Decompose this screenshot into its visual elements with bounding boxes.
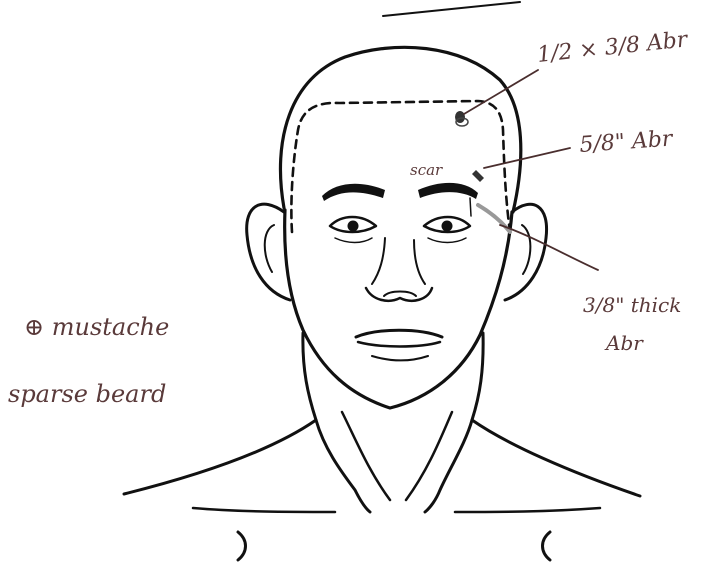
abrasion-mark-2	[472, 170, 484, 182]
right-collar-mark	[543, 532, 551, 560]
annotation-facial-hair-line1: ⊕ mustache	[24, 313, 169, 341]
left-collar-mark	[238, 532, 246, 560]
annotation-abrasion-3-line2: Abr	[604, 331, 644, 355]
hairline-dashed	[291, 101, 510, 232]
right-eye	[424, 217, 470, 243]
scar-mark	[470, 198, 471, 216]
abrasion-mark-3	[478, 205, 510, 232]
mouth	[356, 330, 442, 360]
annotation-abrasion-3-line1: 3/8" thick	[583, 293, 681, 317]
pointer-line-2	[484, 148, 570, 168]
right-eyebrow	[418, 183, 478, 199]
pointer-line-1	[464, 70, 538, 114]
pointer-line-3	[500, 225, 598, 270]
annotation-scar: scar	[410, 161, 443, 179]
left-eye	[330, 217, 376, 243]
annotation-abrasion-1: 1/2 × 3/8 Abr	[536, 27, 690, 68]
shoulders	[124, 420, 640, 512]
annotation-abrasion-2: 5/8" Abr	[579, 126, 675, 158]
left-eyebrow	[322, 184, 385, 201]
nose	[366, 238, 432, 301]
top-line-remnant	[383, 2, 520, 16]
annotation-facial-hair-line2: sparse beard	[8, 380, 166, 408]
